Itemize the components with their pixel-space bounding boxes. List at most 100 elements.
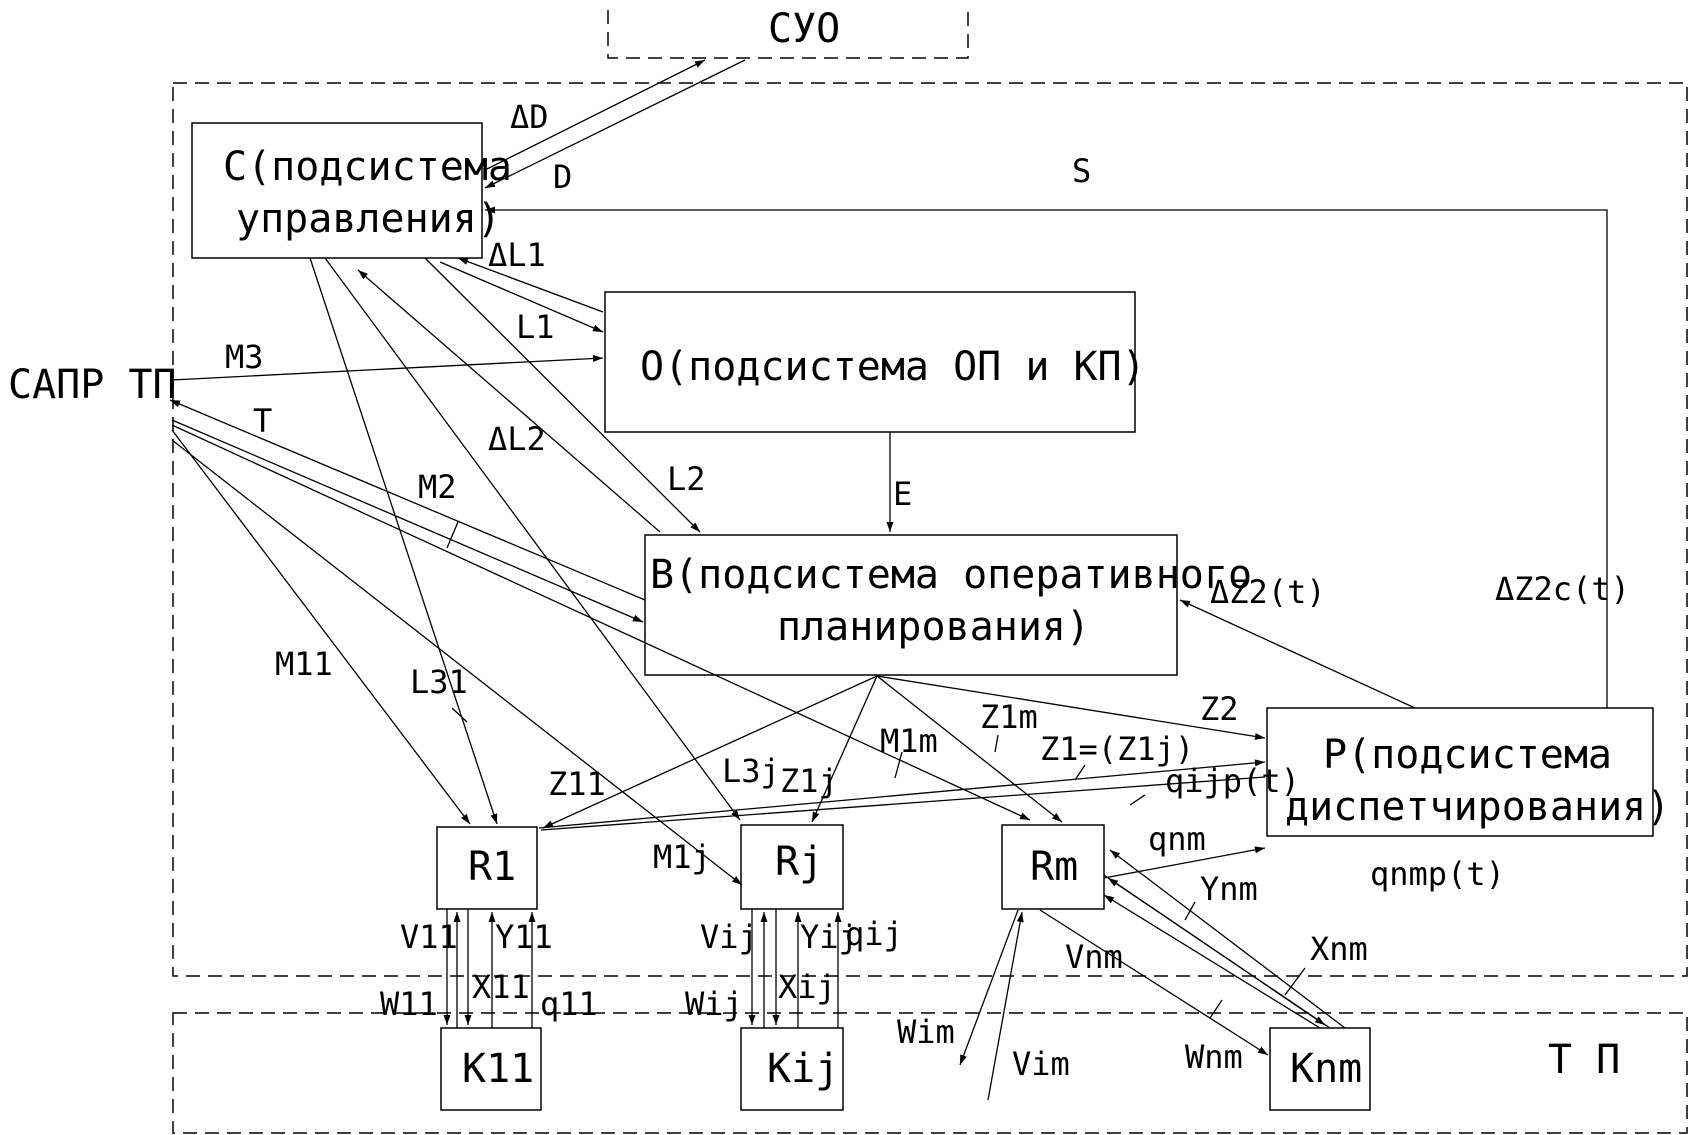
box-r1-label: R1 — [468, 844, 516, 890]
label-M11: M11 — [275, 645, 333, 683]
label-L3j: L3j — [722, 752, 780, 790]
arrow-rm-to-knm-w — [1039, 909, 1269, 1056]
leader-m1m — [894, 751, 903, 779]
arrow-b-to-sapr — [169, 399, 646, 601]
label-Wnm: Wnm — [1185, 1038, 1243, 1076]
label-Ynm: Ynm — [1200, 870, 1258, 908]
label-Vij: Vij — [700, 918, 758, 956]
connections — [169, 59, 1608, 1101]
arrow-c-to-o — [439, 261, 604, 333]
arrow-c-to-rj — [324, 257, 741, 821]
arrow-sapr-to-b — [171, 419, 644, 623]
leader-m2 — [446, 521, 459, 549]
label-Yij: Yij — [800, 918, 858, 956]
label-M1m: M1m — [880, 722, 938, 760]
leader-ynm — [1184, 901, 1196, 921]
suo-label: СУО — [768, 6, 840, 52]
arrow-c-to-r1 — [309, 257, 498, 825]
tp-region: Т П — [172, 1012, 1688, 1134]
label-dD: ΔD — [510, 98, 549, 136]
arrow-c-to-suo — [484, 59, 706, 171]
leader-xnm — [1284, 967, 1306, 996]
label-dZ2t: ΔZ2(t) — [1210, 573, 1326, 611]
label-L31: L31 — [410, 663, 468, 701]
label-dZ2ct: ΔZ2c(t) — [1495, 570, 1630, 608]
leader-z1m — [994, 734, 999, 753]
arrow-b-to-rj — [811, 675, 878, 823]
label-Z1j: Z1j — [780, 762, 838, 800]
box-knm-label: Knm — [1290, 1046, 1362, 1092]
box-o: О(подсистема ОП и КП) — [604, 291, 1146, 433]
label-M2: M2 — [418, 468, 457, 506]
label-W11: W11 — [380, 985, 438, 1023]
label-L1: L1 — [516, 308, 555, 346]
leader-l31 — [451, 707, 468, 723]
suo-region: СУО — [607, 6, 969, 59]
leader-z1 — [1074, 764, 1086, 781]
label-V11: V11 — [400, 918, 458, 956]
label-qijp: qijp(t) — [1165, 762, 1300, 800]
label-Y11: Y11 — [495, 918, 553, 956]
arrow-rm-to-wim — [959, 909, 1019, 1066]
arrow-p-to-c-s — [485, 206, 1608, 708]
signal-labels: ΔD D S ΔL1 L1 M3 T ΔL2 L2 E M2 ΔZ2(t) ΔZ… — [225, 98, 1630, 1083]
label-qnmp: qnmp(t) — [1370, 855, 1505, 893]
label-M3: M3 — [225, 338, 264, 376]
arrow-sapr-to-o — [171, 355, 604, 381]
arrow-suo-to-c — [484, 59, 746, 189]
control-system-boundary — [172, 82, 1688, 977]
box-rm: Rm — [1001, 824, 1105, 910]
box-p-line1: Р(подсистема — [1323, 732, 1612, 778]
label-Wij: Wij — [685, 985, 743, 1023]
label-D: D — [553, 158, 572, 196]
box-b: В(подсистема оперативного планирования) — [644, 534, 1252, 676]
arrow-sapr-to-r1 — [171, 429, 471, 825]
arrow-b-to-rm — [876, 675, 1063, 823]
label-S: S — [1072, 152, 1091, 190]
arrow-c-to-b — [424, 257, 701, 533]
box-rm-label: Rm — [1030, 844, 1078, 890]
box-k11-label: K11 — [462, 1046, 534, 1092]
arrow-vim-to-rm — [987, 911, 1024, 1101]
arrow-b-to-p — [876, 675, 1266, 740]
box-p-line2: диспетчирования) — [1285, 784, 1670, 830]
label-E: E — [893, 475, 912, 513]
arrow-p-to-b — [1179, 599, 1416, 709]
box-c-line1: С(подсистема — [223, 144, 512, 190]
label-q11: q11 — [540, 985, 598, 1023]
arrow-sapr-to-rm — [171, 424, 1031, 821]
arrow-rm-to-knm-v — [1103, 874, 1326, 1026]
label-dL2: ΔL2 — [488, 420, 546, 458]
arrow-r1-to-p — [538, 759, 1266, 829]
box-knm: Knm — [1269, 1027, 1371, 1111]
arrow-b-to-c — [357, 269, 661, 533]
box-r1: R1 — [436, 826, 538, 910]
leader-qijp — [1129, 794, 1146, 806]
box-kij: Kij — [740, 1027, 844, 1111]
box-rj-label: Rj — [775, 839, 823, 885]
label-Z1: Z1=(Z1j) — [1040, 730, 1194, 768]
box-c: С(подсистема управления) — [191, 122, 512, 259]
box-b-line2: планирования) — [777, 604, 1090, 650]
arrow-b-to-r1 — [542, 675, 878, 829]
arrow-sapr-to-rj — [171, 439, 743, 886]
label-Z11: Z11 — [548, 765, 606, 803]
label-Vim: Vim — [1012, 1045, 1070, 1083]
arrow-rm-to-p — [1103, 846, 1266, 879]
box-p: Р(подсистема диспетчирования) — [1266, 707, 1670, 837]
label-Z1m: Z1m — [980, 698, 1038, 736]
label-X11: X11 — [472, 968, 530, 1006]
label-Vnm: Vnm — [1065, 938, 1123, 976]
box-kij-label: Kij — [767, 1046, 839, 1092]
label-Wim: Wim — [897, 1013, 955, 1051]
sapr-tp-label: САПР ТП — [8, 362, 177, 408]
label-Z2: Z2 — [1200, 690, 1239, 728]
line-p-r1 — [540, 776, 1266, 831]
label-dL1: ΔL1 — [488, 236, 546, 274]
label-qij: qij — [845, 915, 903, 953]
label-L2: L2 — [667, 460, 706, 498]
box-k11: K11 — [440, 1027, 542, 1111]
arrow-o-to-c — [457, 257, 604, 313]
arrow-knm-to-rm-x — [1103, 894, 1321, 1029]
